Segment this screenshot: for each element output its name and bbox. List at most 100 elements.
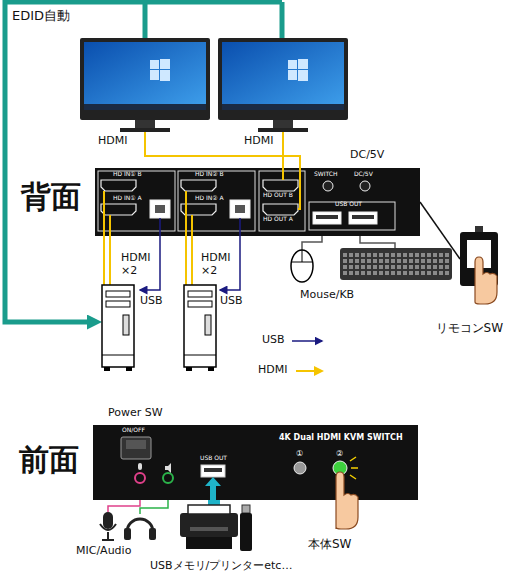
monitor	[80, 38, 210, 120]
port-label: HD OUT A	[263, 216, 293, 223]
usb-b-port	[155, 205, 245, 213]
usb-devices	[186, 537, 232, 549]
port-section	[178, 171, 255, 231]
callout-number: ②	[336, 449, 343, 458]
pressing-hand	[336, 472, 358, 529]
monitor	[160, 70, 170, 81]
device-label: リモコンSW	[436, 322, 503, 336]
audio-devices	[108, 500, 140, 512]
front-panel: 前面4K Dual HDMI KVM SWITCH	[93, 425, 418, 500]
legend-sample	[296, 370, 322, 372]
remote-switch: リモコンSW	[460, 232, 498, 286]
panel-button	[294, 462, 306, 474]
audio-devices	[100, 500, 168, 540]
hdmi-cable	[282, 132, 284, 168]
hdmi-port	[101, 180, 136, 191]
monitor	[222, 104, 344, 110]
back-panel: 背面	[95, 168, 420, 236]
product-name: 4K Dual HDMI KVM SWITCH	[279, 433, 403, 442]
cable-label: HDMI ×2	[121, 252, 157, 277]
hdmi-cable	[186, 236, 192, 285]
pc-tower	[186, 367, 192, 371]
usb-a-port	[201, 465, 225, 477]
hdmi-port	[263, 204, 298, 215]
monitor	[288, 60, 297, 69]
usb-b-port	[235, 205, 245, 213]
usb-cable	[160, 218, 240, 236]
hdmi-port	[101, 180, 298, 215]
usb-a-port	[316, 215, 338, 219]
pc-tower	[184, 285, 216, 367]
audio-jack	[138, 463, 142, 470]
usb-cable	[160, 218, 240, 236]
audio-devices	[140, 500, 168, 514]
pc-tower	[102, 355, 134, 356]
note: EDID自動	[12, 9, 70, 24]
device-label: USBメモリ/プリンターetc…	[150, 560, 292, 573]
usb-b-port	[230, 200, 250, 218]
port-label: SWITCH	[314, 171, 338, 178]
pc-tower	[102, 285, 134, 367]
device-label: Mouse/KB	[300, 289, 354, 302]
port-label: HD OUT B	[263, 192, 293, 199]
monitor	[298, 70, 308, 81]
pc-tower	[184, 285, 216, 371]
port-section	[98, 171, 395, 231]
monitor	[84, 104, 206, 110]
hdmi-cable	[104, 168, 300, 236]
audio-devices	[100, 524, 116, 540]
pc-tower	[208, 367, 214, 371]
cable-label: HDMI	[98, 135, 127, 148]
monitor	[298, 59, 308, 69]
edid-line	[5, 2, 282, 38]
usb-a-port	[201, 465, 225, 477]
power-switch	[121, 437, 151, 459]
pc-tower	[106, 291, 130, 297]
usb-devices	[180, 500, 252, 551]
usb-devices	[240, 513, 252, 551]
audio-jack	[135, 463, 173, 483]
usb-devices	[242, 505, 250, 513]
usb-b-port	[150, 200, 250, 218]
monitor	[84, 42, 206, 110]
legend-sample	[292, 341, 322, 371]
usb-b-port	[150, 200, 170, 218]
pressing-hand	[475, 257, 497, 304]
pressing-hand	[475, 257, 497, 304]
monitor	[80, 38, 210, 132]
usb-a-port	[352, 215, 374, 219]
power-label: DC/5V	[350, 149, 384, 162]
usb-a-port	[349, 212, 377, 224]
hdmi-port	[101, 204, 136, 215]
monitor	[218, 38, 348, 120]
pc-tower	[188, 301, 212, 307]
monitor	[150, 70, 159, 80]
monitor	[160, 59, 170, 69]
audio-jack	[135, 473, 145, 483]
port-label: HD IN② A	[195, 195, 224, 202]
usb-devices	[188, 505, 230, 514]
cable-label: USB	[220, 295, 243, 308]
monitor	[258, 128, 308, 132]
usb-a-port	[313, 212, 377, 224]
monitor	[273, 120, 293, 129]
hdmi-port	[263, 180, 298, 191]
usb-b-port	[155, 205, 165, 213]
pc-tower	[188, 291, 212, 297]
port-label: USB OUT	[335, 201, 362, 208]
port-section	[309, 202, 395, 230]
usb-devices	[180, 513, 238, 537]
legend-sample	[292, 340, 322, 342]
monitor	[120, 128, 170, 132]
mouse-keyboard	[291, 250, 313, 262]
usb-devices	[190, 527, 228, 531]
pc-tower	[102, 285, 134, 371]
audio-devices	[124, 528, 131, 540]
hdmi-cable	[145, 132, 300, 168]
part-label: Power SW	[108, 407, 163, 420]
device-label: MIC/Audio	[76, 545, 131, 558]
pc-tower	[123, 315, 129, 335]
monitor	[218, 38, 348, 132]
remote-body	[475, 226, 483, 232]
legend-text: HDMI	[258, 364, 287, 377]
